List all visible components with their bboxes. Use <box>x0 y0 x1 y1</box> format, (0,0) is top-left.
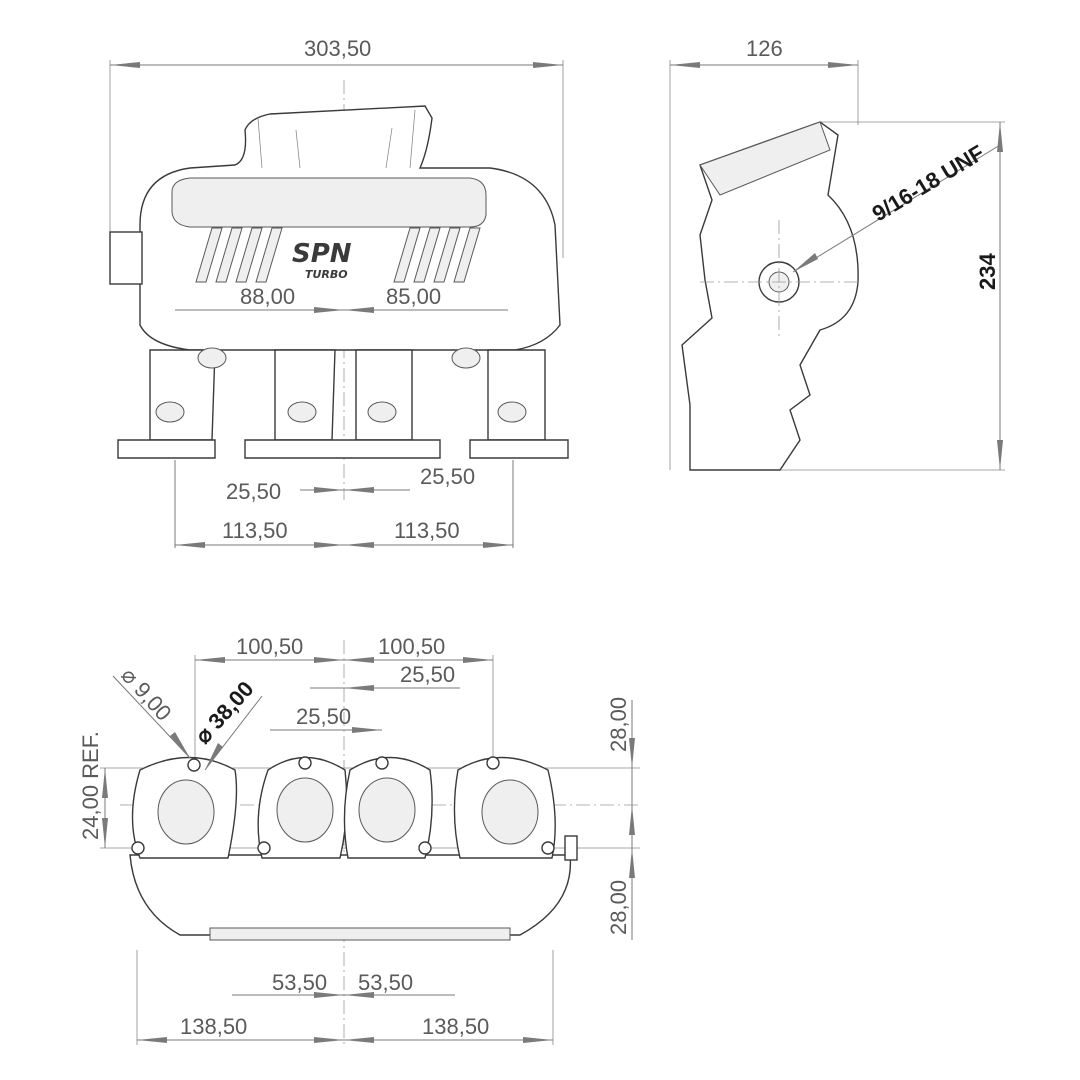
side-view: 126 234 9/16-18 UNF <box>669 36 1005 471</box>
logo-text: SPN <box>292 239 352 269</box>
dim-port-diameter: ⌀ 38,00 <box>190 676 258 748</box>
front-dimensions <box>110 62 563 548</box>
bottom-view: 100,50 100,50 25,50 25,50 ⌀ 9,00 ⌀ 38,00… <box>78 634 640 1045</box>
dim-plenum-left: 88,00 <box>240 284 295 309</box>
runners <box>117 347 569 459</box>
dim-height: 234 <box>975 253 1000 290</box>
dim-outer-right: 138,50 <box>422 1014 489 1039</box>
bottom-plenum <box>129 854 572 936</box>
dim-runner-right: 25,50 <box>420 464 475 489</box>
dim-outer-left: 138,50 <box>180 1014 247 1039</box>
dim-plenum-right: 85,00 <box>386 284 441 309</box>
dim-depth: 126 <box>746 36 783 61</box>
logo-stripes <box>195 227 481 283</box>
logo-subtext: TURBO <box>305 268 348 281</box>
dim-right-top: 28,00 <box>606 697 631 752</box>
side-inlet <box>109 231 143 285</box>
front-view: SPN TURBO <box>109 36 569 548</box>
dim-overall-width: 303,50 <box>304 36 371 61</box>
dim-bolt-hole: ⌀ 9,00 <box>116 663 176 726</box>
dim-inner-left: 53,50 <box>272 970 327 995</box>
dim-offset-top: 25,50 <box>400 662 455 687</box>
plenum-body <box>139 105 561 351</box>
dim-pitch-left: 100,50 <box>236 634 303 659</box>
dim-runner-left: 25,50 <box>226 479 281 504</box>
dim-thread: 9/16-18 UNF <box>868 140 989 226</box>
dim-ref-height: 24,00 REF. <box>78 731 103 840</box>
dim-offset-mid: 25,50 <box>296 704 351 729</box>
dim-outer-left: 113,50 <box>222 518 288 543</box>
dim-pitch-right: 100,50 <box>378 634 445 659</box>
bottom-dimensions <box>102 657 635 1043</box>
port-flanges <box>131 756 578 861</box>
dim-inner-right: 53,50 <box>358 970 413 995</box>
dim-right-bottom: 28,00 <box>606 880 631 935</box>
dim-outer-right: 113,50 <box>394 518 460 543</box>
